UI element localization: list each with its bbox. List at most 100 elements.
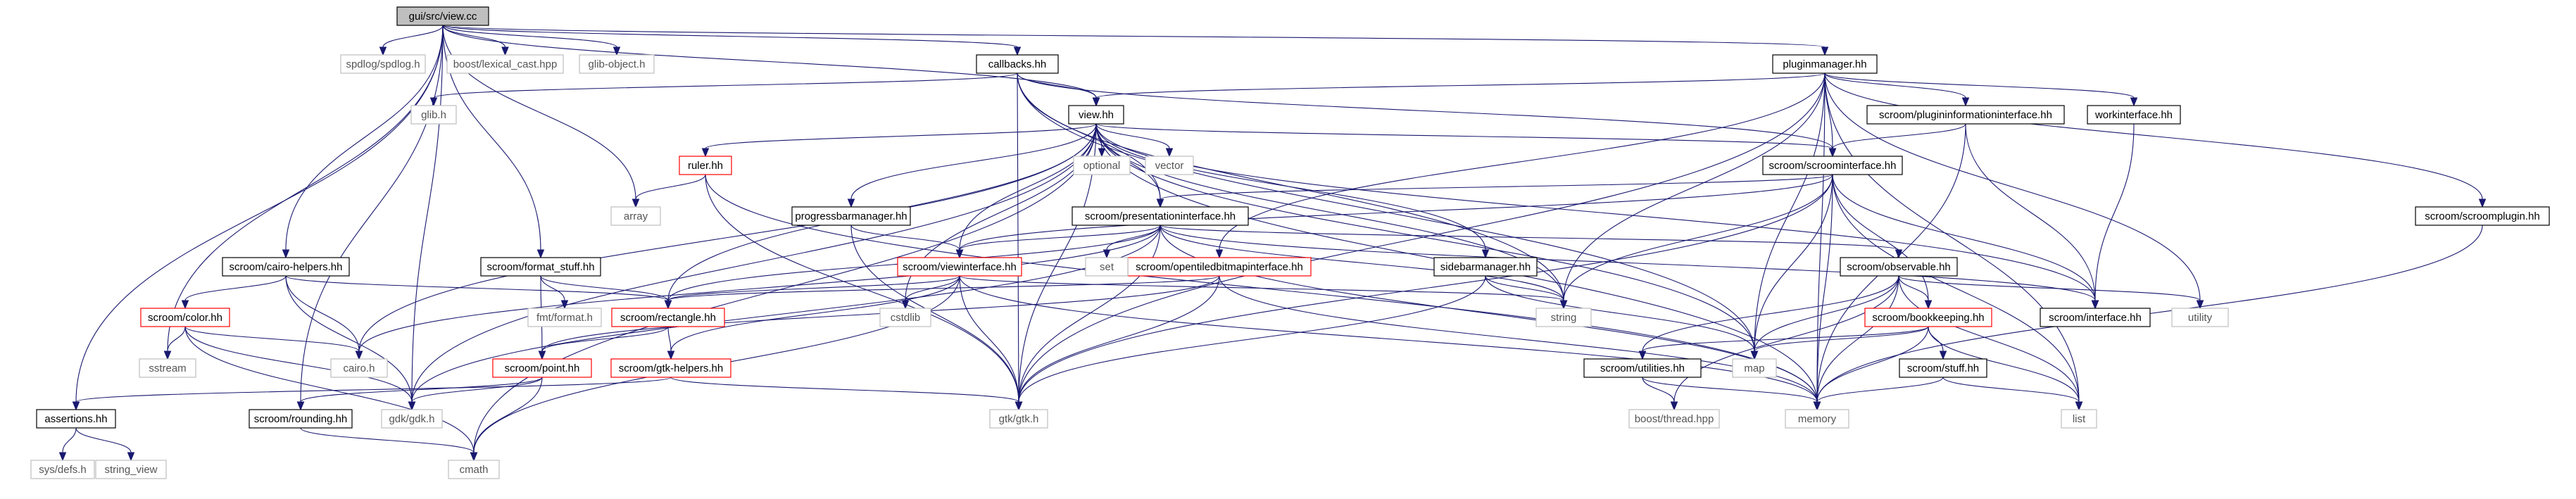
- node-view-cc[interactable]: gui/src/view.cc: [396, 6, 489, 26]
- node-sysdefs[interactable]: sys/defs.h: [30, 460, 95, 479]
- node-cstdlib[interactable]: cstdlib: [879, 308, 931, 327]
- node-box: [1899, 358, 1987, 378]
- node-progress[interactable]: progressbarmanager.hh: [791, 206, 911, 226]
- node-cairo[interactable]: cairo.h: [330, 358, 388, 378]
- node-optional[interactable]: optional: [1073, 156, 1131, 175]
- node-label: assertions.hh: [44, 413, 107, 425]
- node-bookkeeping[interactable]: scroom/bookkeeping.hh: [1864, 308, 1992, 327]
- edge-rectangle-to-gtkhelp: [667, 326, 675, 360]
- edge-line: [167, 326, 186, 352]
- node-box: [1866, 105, 2065, 125]
- edge-line: [1898, 275, 1929, 301]
- node-box: [480, 257, 601, 277]
- node-box: [396, 6, 489, 26]
- node-rectangle[interactable]: scroom/rectangle.hh: [611, 308, 725, 327]
- edge-line: [850, 225, 960, 251]
- edge-line: [1832, 174, 2080, 403]
- node-pluginmgr[interactable]: pluginmanager.hh: [1772, 54, 1878, 74]
- node-utilities[interactable]: scroom/utilities.hh: [1583, 358, 1702, 378]
- node-cairohelp[interactable]: scroom/cairo-helpers.hh: [222, 257, 350, 277]
- node-interface[interactable]: scroom/interface.hh: [2040, 308, 2151, 327]
- edge-line: [411, 377, 543, 403]
- node-scroomplugin[interactable]: scroom/scroomplugin.hh: [2415, 206, 2550, 226]
- node-opentiled[interactable]: scroom/opentiledbitmapinterface.hh: [1127, 257, 1312, 277]
- node-label: scroom/interface.hh: [2049, 312, 2142, 324]
- node-stuff[interactable]: scroom/stuff.hh: [1899, 358, 1987, 378]
- node-gtk[interactable]: gtk/gtk.h: [989, 409, 1048, 429]
- node-list[interactable]: list: [2061, 409, 2097, 429]
- node-utility[interactable]: utility: [2171, 308, 2229, 327]
- edge-arrowhead: [58, 452, 67, 462]
- node-rounding[interactable]: scroom/rounding.hh: [249, 409, 353, 429]
- node-callbacks[interactable]: callbacks.hh: [976, 54, 1059, 74]
- edge-sidebar-to-gtk: [1014, 275, 1486, 411]
- edge-line: [1816, 275, 1899, 403]
- edge-point-to-cmath: [470, 377, 543, 462]
- edge-line: [1965, 123, 2096, 301]
- node-string[interactable]: string: [1535, 308, 1592, 327]
- edge-view-hh-to-vector: [1095, 123, 1174, 158]
- node-label: scroom/gtk-helpers.hh: [619, 362, 723, 374]
- edge-line: [1018, 275, 1220, 403]
- node-label: scroom/color.hh: [148, 312, 222, 324]
- edge-line: [1898, 275, 2201, 301]
- node-workint[interactable]: workinterface.hh: [2087, 105, 2181, 125]
- node-map[interactable]: map: [1732, 358, 1777, 378]
- node-set[interactable]: set: [1085, 257, 1129, 277]
- node-box: [1583, 358, 1702, 378]
- node-glibobj[interactable]: glib-object.h: [579, 54, 655, 74]
- node-point[interactable]: scroom/point.hh: [492, 358, 592, 378]
- node-cmath[interactable]: cmath: [448, 460, 500, 479]
- node-memory[interactable]: memory: [1785, 409, 1849, 429]
- edge-arrowhead: [955, 249, 964, 259]
- edge-arrowhead: [901, 300, 910, 310]
- edge-opentiled-to-gtk: [1014, 275, 1220, 411]
- node-label: scroom/point.hh: [505, 362, 580, 374]
- node-plugininfo[interactable]: scroom/plugininformationinterface.hh: [1866, 105, 2065, 125]
- node-stringview[interactable]: string_view: [95, 460, 167, 479]
- node-spdlog[interactable]: spdlog/spdlog.h: [340, 54, 426, 74]
- node-label: scroom/rectangle.hh: [620, 312, 716, 324]
- node-view-hh[interactable]: view.hh: [1068, 105, 1124, 125]
- node-array[interactable]: array: [610, 206, 661, 226]
- node-threadhpp[interactable]: boost/thread.hpp: [1628, 409, 1720, 429]
- edge-line: [705, 174, 1019, 403]
- node-fmtformat[interactable]: fmt/format.h: [527, 308, 602, 327]
- edge-line: [1642, 377, 1675, 403]
- edge-arrowhead: [1098, 148, 1106, 158]
- edge-line: [2094, 123, 2135, 301]
- node-observable[interactable]: scroom/observable.hh: [1840, 257, 1958, 277]
- edge-line: [1018, 225, 1161, 403]
- edge-scroomint-to-bookkeeping: [1832, 174, 1933, 310]
- node-label: scroom/format_stuff.hh: [486, 261, 594, 273]
- edge-line: [670, 275, 960, 352]
- edge-line: [1824, 72, 2135, 99]
- node-scroomint[interactable]: scroom/scroominterface.hh: [1762, 156, 1903, 175]
- node-sidebar[interactable]: sidebarmanager.hh: [1433, 257, 1538, 277]
- node-presint[interactable]: scroom/presentationinterface.hh: [1072, 206, 1249, 226]
- node-label: glib.h: [421, 109, 446, 121]
- node-ruler[interactable]: ruler.hh: [679, 156, 732, 175]
- edge-line: [959, 225, 1161, 251]
- edge-view-hh-to-sidebar: [1095, 123, 1490, 259]
- node-color[interactable]: scroom/color.hh: [140, 308, 230, 327]
- edge-line: [1160, 225, 1899, 251]
- edge-line: [1095, 123, 1486, 251]
- edge-line: [75, 427, 132, 453]
- node-gtkhelp[interactable]: scroom/gtk-helpers.hh: [610, 358, 731, 378]
- node-viewint[interactable]: scroom/viewinterface.hh: [897, 257, 1022, 277]
- node-formatstuff[interactable]: scroom/format_stuff.hh: [480, 257, 601, 277]
- node-sstream[interactable]: sstream: [139, 358, 196, 378]
- node-vector[interactable]: vector: [1145, 156, 1194, 175]
- node-box: [2415, 206, 2550, 226]
- node-glib[interactable]: glib.h: [410, 105, 457, 125]
- edge-observable-to-memory: [1813, 275, 1899, 411]
- edge-view-hh-to-scroomint: [1095, 123, 1837, 158]
- node-assertions[interactable]: assertions.hh: [36, 409, 116, 429]
- edge-bookkeeping-to-stuff: [1928, 326, 1947, 360]
- node-lexcast[interactable]: boost/lexical_cast.hpp: [446, 54, 564, 74]
- node-label: boost/lexical_cast.hpp: [453, 58, 558, 70]
- edge-line: [1018, 174, 1833, 403]
- node-gdk[interactable]: gdk/gdk.h: [381, 409, 443, 429]
- edge-line: [1642, 275, 1899, 352]
